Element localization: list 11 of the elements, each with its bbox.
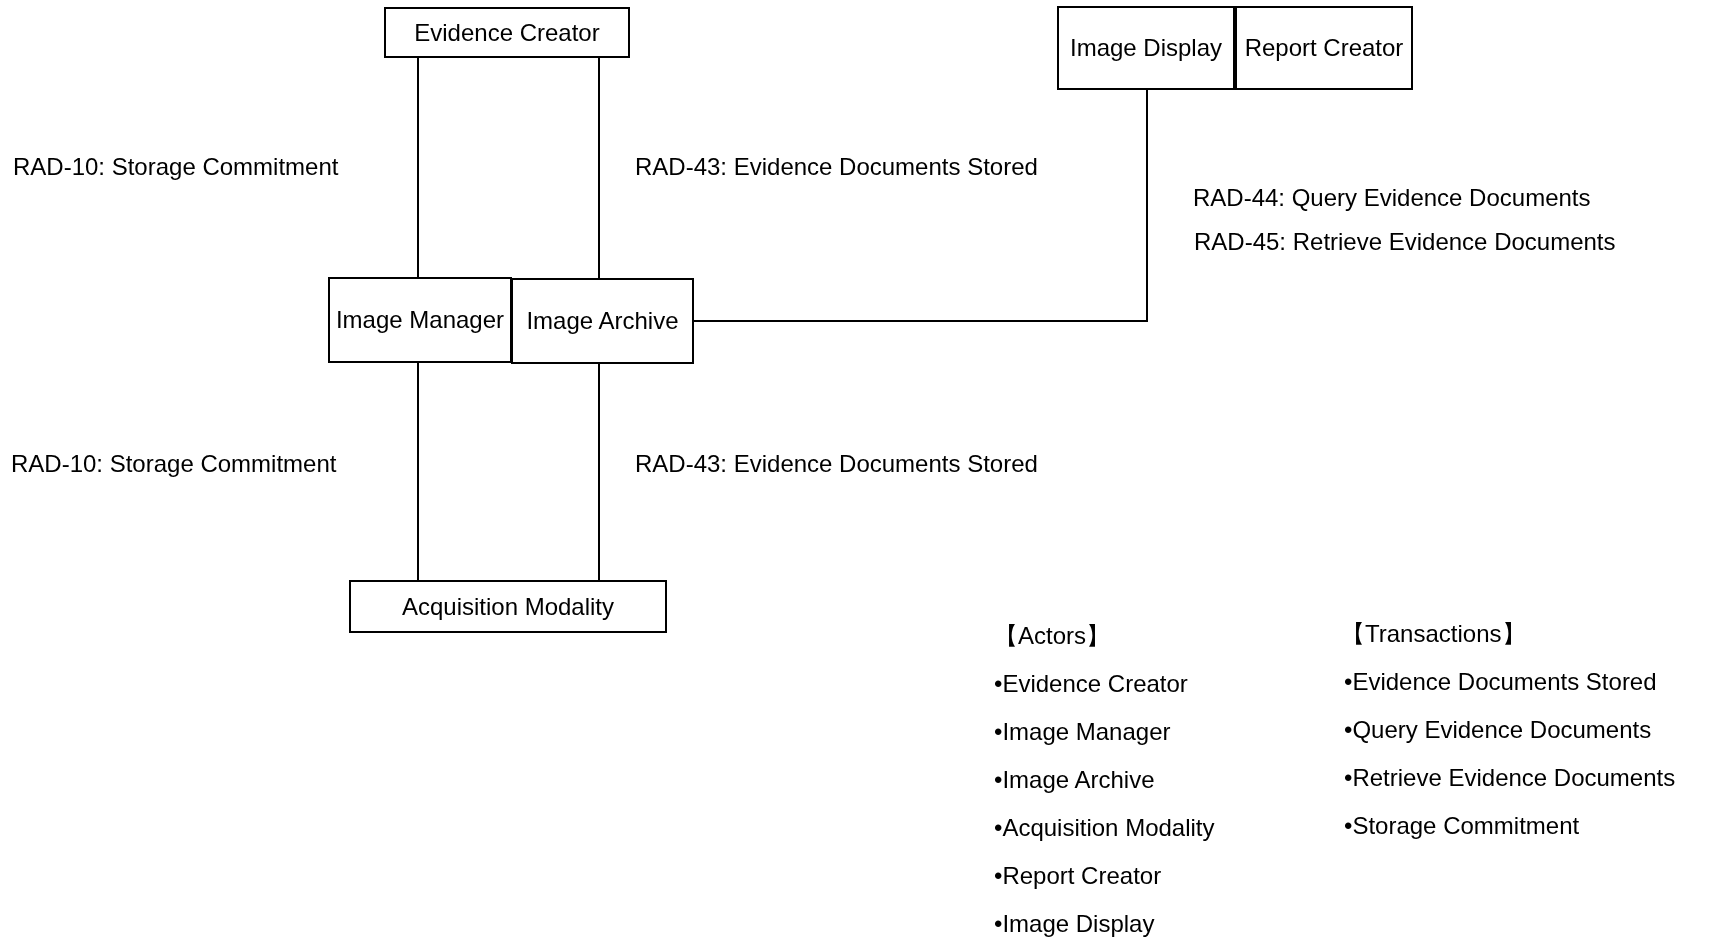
actor-box: Image Display (1057, 6, 1235, 90)
connector-line (598, 363, 600, 581)
connector-line (598, 57, 600, 279)
connector-line (417, 57, 419, 278)
connector-line (417, 362, 419, 581)
actor-box: Report Creator (1235, 6, 1413, 90)
actor-box: Image Archive (511, 278, 694, 364)
actor-box: Evidence Creator (384, 7, 630, 58)
actor-box: Image Manager (328, 277, 512, 363)
actor-box: Acquisition Modality (349, 580, 667, 633)
connector-line (693, 89, 1148, 322)
